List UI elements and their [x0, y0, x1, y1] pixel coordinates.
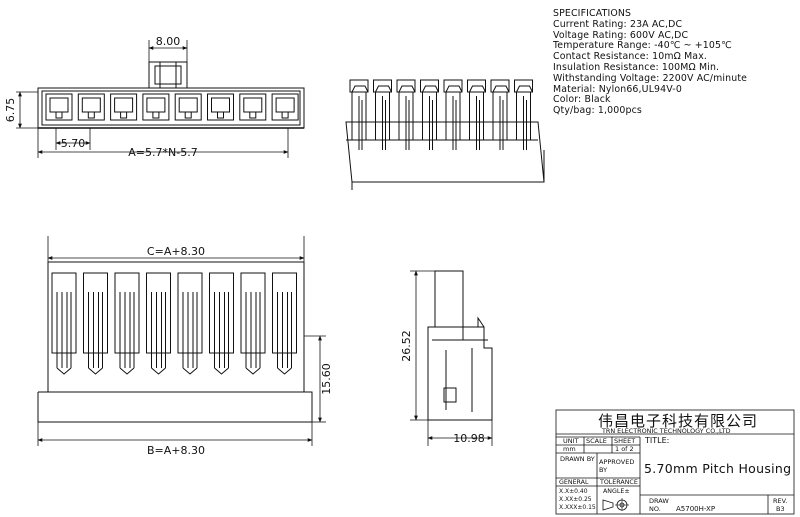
top-cavity — [77, 93, 105, 121]
front-view — [37, 261, 313, 423]
dim-top-pitch-width: 8.00 — [156, 35, 181, 48]
side-view — [427, 270, 493, 421]
spec-line: Withstanding Voltage: 2200V AC/minute — [553, 72, 748, 84]
front-slots — [51, 272, 297, 375]
unit-value: mm — [563, 445, 576, 453]
spec-line: Temperature Range: -40℃ ~ +105℃ — [553, 40, 732, 52]
isometric-slot — [467, 79, 486, 150]
front-slot — [83, 272, 108, 375]
rev-label: REV. — [773, 497, 788, 505]
company-name-cn: 伟昌电子科技有限公司 — [598, 412, 759, 430]
dim-side-width: 10.98 — [453, 432, 485, 445]
projection-symbol-icon — [602, 498, 629, 511]
top-cavity — [174, 93, 202, 121]
angle-label: ANGLE± — [603, 488, 630, 495]
specifications-block: SPECIFICATIONS Current Rating: 23A AC,DC… — [553, 8, 748, 117]
isometric-slot — [490, 79, 510, 150]
top-cavity — [207, 93, 234, 121]
dim-height-left: 6.75 — [4, 98, 17, 123]
dim-side-height: 26.52 — [400, 330, 413, 362]
top-cavity — [110, 93, 138, 121]
front-slot — [240, 272, 266, 375]
draw-no-value: A5700H-XP — [676, 505, 716, 513]
front-view-dimensions — [37, 236, 326, 446]
isometric-slot — [349, 79, 369, 150]
tolerance-x: X.X±0.40 — [559, 488, 588, 495]
front-slot — [114, 272, 140, 375]
top-cavity — [239, 93, 267, 121]
spec-line: Voltage Rating: 600V AC,DC — [553, 29, 689, 41]
spec-line: Color: Black — [553, 94, 611, 106]
front-slot — [51, 272, 77, 375]
title-block — [555, 409, 795, 515]
spec-line: Qty/bag: 1,000pcs — [553, 105, 642, 117]
scale-label: SCALE — [586, 437, 607, 445]
general-label: GENERAL — [559, 479, 589, 486]
front-slot — [146, 272, 171, 375]
sheet-value: 1 of 2 — [615, 445, 634, 453]
top-cavity — [142, 93, 170, 121]
front-slot — [272, 272, 297, 375]
rev-value: B3 — [776, 505, 785, 513]
approved-by-label: APPROVED BY — [599, 458, 635, 474]
top-cavity — [271, 93, 299, 121]
dim-front-height: 15.60 — [320, 363, 333, 395]
isometric-view — [345, 79, 545, 190]
title-value: 5.70mm Pitch Housing — [644, 461, 792, 476]
company-name-en: TRN ELECTRONIC TECHNOLOGY CO.,LTD — [602, 427, 731, 435]
top-view — [37, 61, 305, 129]
title-label: TITLE: — [645, 436, 670, 445]
isometric-slot — [420, 79, 439, 150]
isometric-slots — [349, 79, 533, 150]
top-view-dimensions — [16, 40, 289, 158]
front-slot — [177, 272, 203, 375]
tolerance-label: TOLERANCE — [600, 479, 638, 486]
dim-formula-c: C=A+8.30 — [147, 245, 205, 258]
isometric-slot — [514, 79, 533, 150]
spec-line: Current Rating: 23A AC,DC — [553, 18, 683, 30]
dim-formula-b: B=A+8.30 — [147, 444, 205, 457]
dim-formula-a: A=5.7*N-5.7 — [128, 146, 197, 159]
isometric-slot — [373, 79, 392, 150]
specifications-heading: SPECIFICATIONS — [553, 8, 632, 19]
isometric-slot — [396, 79, 416, 150]
drawn-by-label: DRAWN BY — [560, 455, 595, 463]
draw-no-label: DRAW NO. — [649, 497, 669, 513]
side-view-dimensions — [410, 270, 493, 446]
tolerance-xxx: X.XXX±0.15 — [559, 504, 596, 511]
spec-line: Contact Resistance: 10mΩ Max. — [553, 51, 708, 63]
top-cavity — [45, 93, 73, 121]
tolerance-xx: X.XX±0.25 — [559, 496, 592, 503]
isometric-slot — [443, 79, 463, 150]
sheet-label: SHEET — [614, 437, 636, 445]
unit-label: UNIT — [563, 437, 579, 445]
front-slot — [209, 272, 234, 375]
dim-pitch: 5.70 — [61, 137, 86, 150]
spec-line: Material: Nylon66,UL94V-0 — [553, 83, 682, 95]
spec-line: Insulation Resistance: 100MΩ Min. — [553, 61, 720, 73]
top-view-cavities — [45, 93, 299, 121]
